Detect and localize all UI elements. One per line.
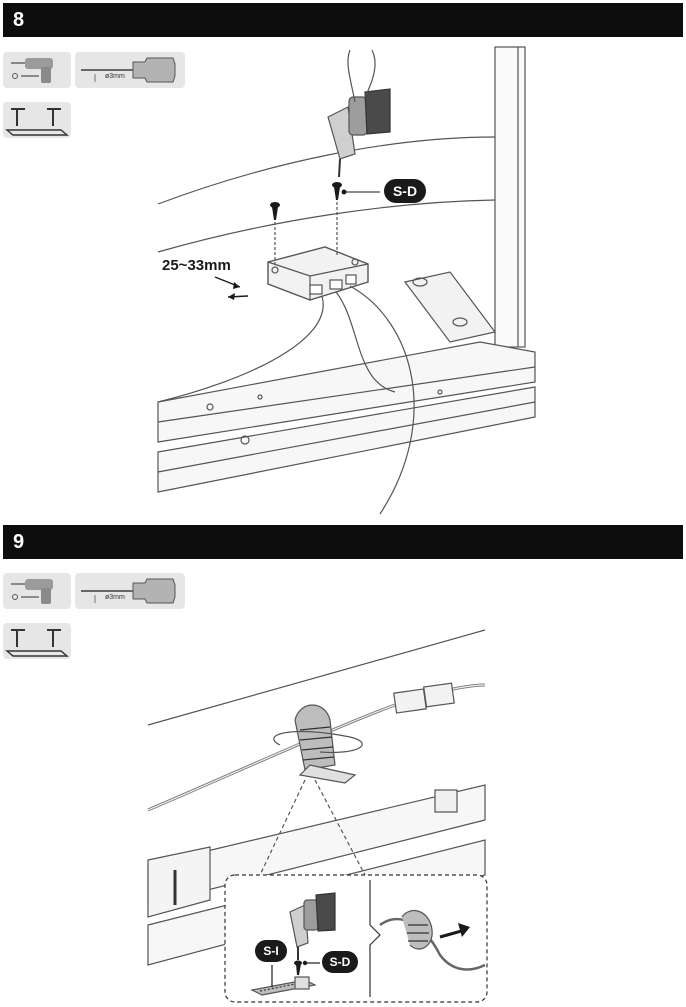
step-number: 8 xyxy=(13,9,25,31)
tool-card-drill-bit: ø3mm xyxy=(75,52,185,88)
drill-icon xyxy=(11,58,53,83)
drill-bit-icon xyxy=(81,57,176,83)
drill-bit-size-label: ø3mm xyxy=(105,594,125,601)
drill-icon xyxy=(11,579,53,604)
desk-frame-icon xyxy=(5,629,69,657)
drill-bit-icon xyxy=(81,578,176,604)
step-8-header: 8 xyxy=(3,3,683,37)
step-8-illustration xyxy=(157,46,536,515)
tool-card-drill-bit: ø3mm xyxy=(75,573,185,609)
tool-card-desk xyxy=(3,623,71,659)
screw-callout-label: S-D xyxy=(322,951,358,973)
screw-icon xyxy=(294,960,302,975)
screw-callout-label: S-D xyxy=(384,179,426,203)
tie-callout-label: S-I xyxy=(255,940,287,962)
screw-icon xyxy=(270,182,342,220)
step-9-header: 9 xyxy=(3,525,683,559)
desk-frame-icon xyxy=(5,108,69,136)
dimension-label: 25~33mm xyxy=(162,257,231,274)
tool-card-drill xyxy=(3,573,71,609)
tool-card-drill xyxy=(3,52,71,88)
step-number: 9 xyxy=(13,531,25,553)
arrow-icon xyxy=(458,923,470,937)
drill-icon xyxy=(327,49,391,178)
drill-icon xyxy=(289,892,336,960)
step-9-illustration xyxy=(147,629,488,1003)
drill-bit-size-label: ø3mm xyxy=(105,73,125,80)
tool-card-desk xyxy=(3,102,71,138)
